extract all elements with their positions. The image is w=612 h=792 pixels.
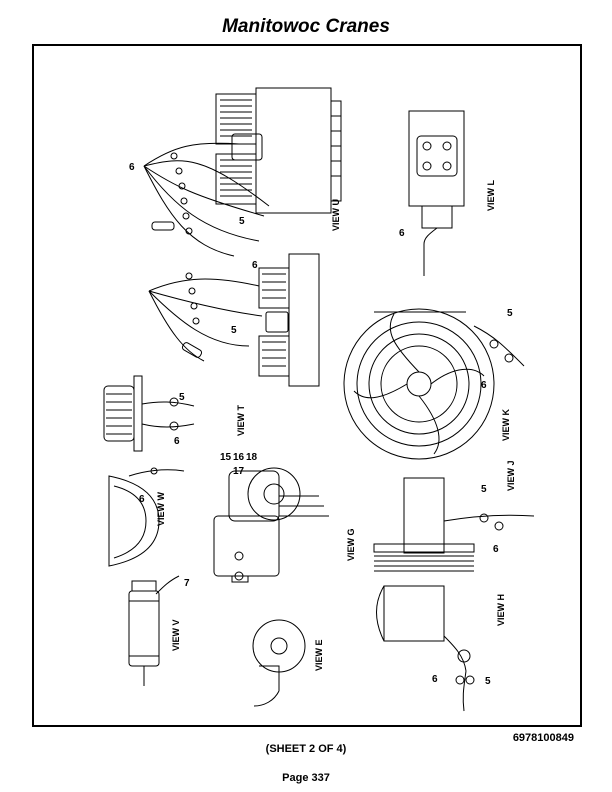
callout-t-5: 5 [179, 392, 185, 403]
callout-j-6: 6 [493, 544, 499, 555]
drawing-number: 6978100849 [512, 732, 574, 744]
view-v-component [128, 575, 180, 686]
view-k-title: VIEW K [501, 408, 511, 441]
callout-t-6: 6 [174, 436, 180, 447]
callout-l-6: 6 [399, 228, 405, 239]
view-w-title: VIEW W [156, 491, 166, 526]
view-j-component [373, 477, 535, 572]
callout-mid-5: 5 [231, 325, 237, 336]
callout-mid-6: 6 [252, 260, 258, 271]
view-l-component [408, 110, 465, 276]
drawing-frame: VIEW U VIEW L VIEW K VIEW T VIEW W VIEW … [32, 44, 582, 727]
page-title: Manitowoc Cranes [222, 16, 390, 37]
view-w-component [108, 467, 185, 567]
view-j-title: VIEW J [506, 460, 516, 491]
view-u-component [215, 87, 342, 214]
view-h-title: VIEW H [496, 594, 506, 626]
view-t-title: VIEW T [236, 404, 246, 436]
view-v-title: VIEW V [171, 619, 181, 651]
callout-g-18: 18 [246, 452, 258, 463]
callout-j-5: 5 [481, 484, 487, 495]
view-e-title: VIEW E [314, 639, 324, 671]
sheet-label: (SHEET 2 OF 4) [265, 743, 347, 755]
callout-k-6: 6 [481, 380, 487, 391]
view-h-component [376, 585, 475, 712]
callout-u-5: 5 [239, 216, 245, 227]
callout-w-6: 6 [139, 494, 145, 505]
callout-k-5: 5 [507, 308, 513, 319]
view-e-component [252, 619, 306, 707]
view-u-harness [143, 142, 270, 257]
view-k-component [343, 308, 525, 460]
view-u2-harness [148, 272, 263, 362]
view-g-title: VIEW G [346, 528, 356, 561]
callout-v-7: 7 [184, 578, 190, 589]
callout-g-16: 16 [233, 452, 245, 463]
callout-u-6: 6 [129, 162, 135, 173]
callout-g-15: 15 [220, 452, 232, 463]
view-t-component [103, 375, 195, 452]
view-g-component [213, 467, 329, 583]
view-l-title: VIEW L [486, 179, 496, 211]
view-u-title: VIEW U [331, 199, 341, 231]
view-u2-component [258, 253, 320, 387]
callout-h-5: 5 [485, 676, 491, 687]
page-number: Page 337 [282, 772, 330, 784]
wiring-drawing: VIEW U VIEW L VIEW K VIEW T VIEW W VIEW … [103, 87, 535, 712]
callout-g-17: 17 [233, 466, 245, 477]
callout-h-6: 6 [432, 674, 438, 685]
